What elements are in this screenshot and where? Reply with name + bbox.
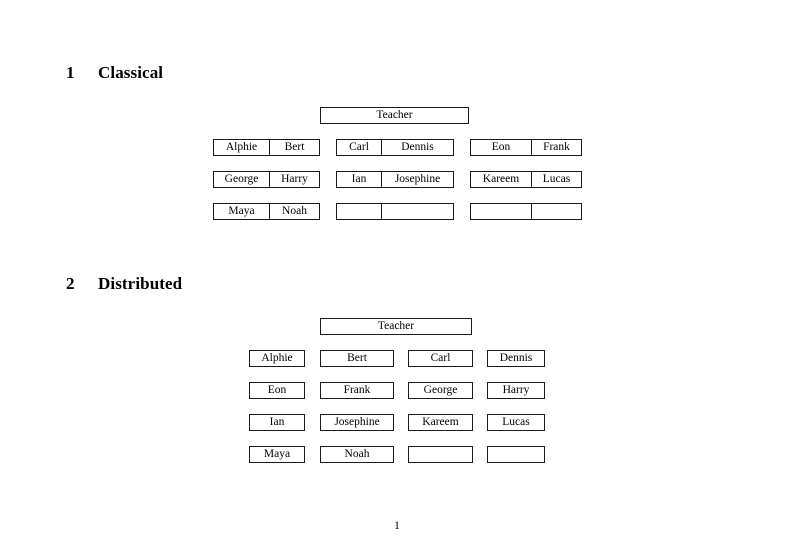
section-number: 2 [66, 274, 75, 293]
student-box: Eon [249, 382, 305, 399]
section-number: 1 [66, 63, 75, 82]
student-box: Dennis [487, 350, 545, 367]
student-cell: George [224, 173, 259, 185]
teacher-box-classical: Teacher [320, 107, 469, 124]
student-pair-group: Maya Noah [213, 203, 320, 220]
student-pair-group: Eon Frank [470, 139, 582, 156]
student-cell: Harry [269, 172, 319, 187]
student-cell: Ian [351, 173, 367, 185]
student-box: Ian [249, 414, 305, 431]
student-cell-empty [471, 204, 531, 219]
student-box: Bert [320, 350, 394, 367]
student-cell: Maya [228, 205, 255, 217]
student-box: Harry [487, 382, 545, 399]
student-box: Noah [320, 446, 394, 463]
section-heading-classical: 1 Classical [66, 63, 163, 83]
student-cell-empty [337, 204, 381, 219]
student-cell: Frank [531, 140, 581, 155]
student-box: George [408, 382, 473, 399]
student-cell: Alphie [225, 141, 258, 153]
student-box: Josephine [320, 414, 394, 431]
student-box: Lucas [487, 414, 545, 431]
student-cell: Lucas [531, 172, 581, 187]
student-pair-group-empty [336, 203, 454, 220]
section-title: Classical [98, 63, 164, 82]
student-cell-empty [531, 204, 581, 219]
student-pair-group: Carl Dennis [336, 139, 454, 156]
student-box-empty [487, 446, 545, 463]
student-cell: Josephine [381, 172, 453, 187]
student-box: Kareem [408, 414, 473, 431]
student-cell: Dennis [381, 140, 453, 155]
section-heading-distributed: 2 Distributed [66, 274, 182, 294]
student-pair-group: Ian Josephine [336, 171, 454, 188]
student-cell: Eon [491, 141, 511, 153]
teacher-box-distributed: Teacher [320, 318, 472, 335]
student-pair-group: Alphie Bert [213, 139, 320, 156]
student-cell: Noah [269, 204, 319, 219]
student-box: Carl [408, 350, 473, 367]
student-box-empty [408, 446, 473, 463]
student-pair-group: George Harry [213, 171, 320, 188]
student-box: Alphie [249, 350, 305, 367]
student-cell: Kareem [482, 173, 520, 185]
student-pair-group: Kareem Lucas [470, 171, 582, 188]
page-number: 1 [394, 520, 400, 532]
student-cell: Carl [349, 141, 369, 153]
student-cell: Bert [269, 140, 319, 155]
student-cell-empty [381, 204, 453, 219]
student-pair-group-empty [470, 203, 582, 220]
section-title: Distributed [98, 274, 183, 293]
student-box: Frank [320, 382, 394, 399]
student-box: Maya [249, 446, 305, 463]
